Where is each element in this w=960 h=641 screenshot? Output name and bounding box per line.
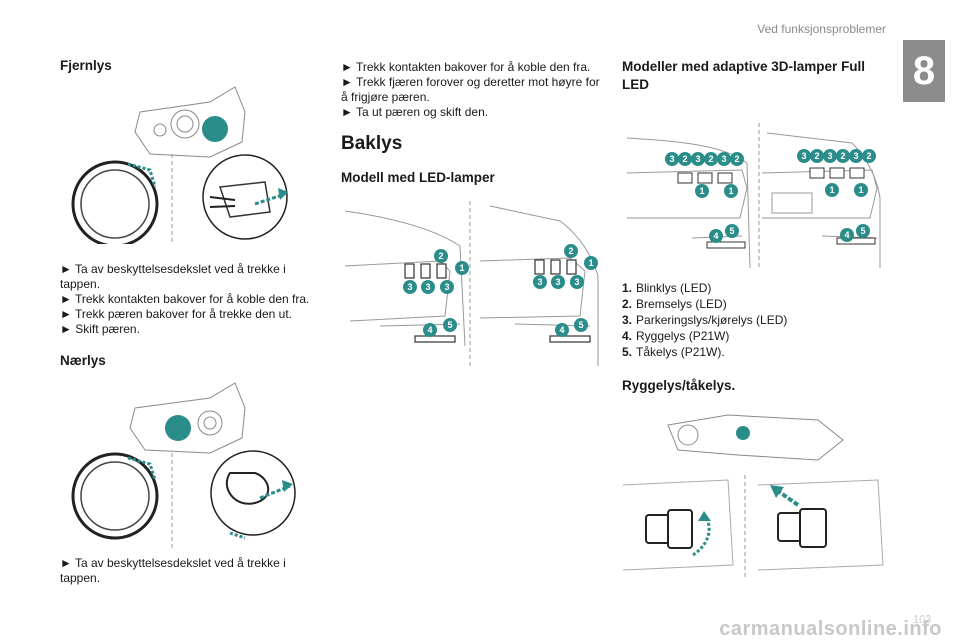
section-header: Ved funksjonsproblemer — [757, 22, 886, 36]
step: ► Trekk fjæren forover og deretter mot h… — [341, 75, 600, 104]
svg-text:1: 1 — [699, 186, 704, 196]
rygge-title: Ryggelys/tåkelys. — [622, 378, 736, 393]
fjernlys-steps: ► Ta av beskyttelsesdekslet ved å trekke… — [60, 262, 315, 337]
svg-text:2: 2 — [840, 151, 845, 161]
bulb-location-icon — [202, 116, 228, 142]
bulb-location-icon — [165, 415, 191, 441]
svg-text:3: 3 — [669, 154, 674, 164]
led-rear-illustration: 2 1 3 3 3 4 5 2 1 3 3 3 4 5 — [344, 201, 599, 368]
step: ► Trekk kontakten bakover for å koble de… — [341, 60, 591, 74]
svg-text:3: 3 — [827, 151, 832, 161]
legend-item: 5.Tåkelys (P21W). — [622, 345, 725, 359]
svg-text:1: 1 — [829, 185, 834, 195]
svg-text:4: 4 — [713, 231, 718, 241]
col2-steps: ► Trekk kontakten bakover for å koble de… — [341, 60, 603, 120]
svg-text:3: 3 — [537, 277, 542, 287]
svg-text:4: 4 — [427, 325, 432, 335]
svg-text:2: 2 — [866, 151, 871, 161]
svg-text:3: 3 — [721, 154, 726, 164]
svg-text:3: 3 — [425, 282, 430, 292]
legend-item: 1.Blinklys (LED) — [622, 281, 712, 295]
fjernlys-title: Fjernlys — [60, 58, 112, 73]
svg-text:2: 2 — [568, 246, 573, 256]
svg-text:3: 3 — [801, 151, 806, 161]
svg-text:3: 3 — [555, 277, 560, 287]
protective-cover-icon — [71, 160, 159, 244]
svg-text:3: 3 — [853, 151, 858, 161]
svg-text:1: 1 — [588, 258, 593, 268]
watermark-text: carmanualsonline.info — [719, 618, 942, 640]
svg-text:1: 1 — [459, 263, 464, 273]
svg-text:2: 2 — [682, 154, 687, 164]
baklys-title: Baklys — [341, 133, 403, 154]
svg-text:4: 4 — [844, 230, 849, 240]
chapter-tab: 8 — [903, 40, 945, 102]
lamp-legend: 1.Blinklys (LED) 2.Bremselys (LED) 3.Par… — [622, 280, 787, 360]
fjernlys-illustration — [71, 86, 288, 244]
svg-text:2: 2 — [708, 154, 713, 164]
rygge-illustration — [622, 414, 884, 577]
svg-text:3: 3 — [407, 282, 412, 292]
svg-text:3: 3 — [574, 277, 579, 287]
step: ► Ta av beskyttelsesdekslet ved å trekke… — [60, 556, 286, 585]
svg-text:2: 2 — [734, 154, 739, 164]
legend-item: 2.Bremselys (LED) — [622, 297, 727, 311]
step: ► Ta av beskyttelsesdekslet ved å trekke… — [60, 262, 286, 291]
svg-text:4: 4 — [559, 325, 564, 335]
svg-text:5: 5 — [729, 226, 734, 236]
watermark: carmanualsonline.info — [0, 616, 960, 640]
step: ► Trekk pæren bakover for å trekke den u… — [60, 307, 292, 321]
naerlys-illustration — [71, 382, 296, 550]
svg-text:2: 2 — [438, 251, 443, 261]
svg-text:5: 5 — [860, 226, 865, 236]
adaptive-title: Modeller med adaptive 3D-lamper Full LED — [622, 59, 866, 92]
step: ► Trekk kontakten bakover for å koble de… — [60, 292, 310, 306]
svg-text:5: 5 — [447, 320, 452, 330]
svg-text:2: 2 — [814, 151, 819, 161]
svg-text:3: 3 — [695, 154, 700, 164]
naerlys-title: Nærlys — [60, 353, 106, 368]
svg-text:1: 1 — [858, 185, 863, 195]
naerlys-steps: ► Ta av beskyttelsesdekslet ved å trekke… — [60, 556, 315, 586]
svg-text:3: 3 — [444, 282, 449, 292]
svg-text:1: 1 — [728, 186, 733, 196]
legend-item: 3.Parkeringslys/kjørelys (LED) — [622, 313, 788, 327]
legend-item: 4.Ryggelys (P21W) — [622, 329, 730, 343]
svg-text:5: 5 — [578, 320, 583, 330]
step: ► Ta ut pæren og skift den. — [341, 105, 489, 119]
led-title: Modell med LED-lamper — [341, 170, 495, 185]
step: ► Skift pæren. — [60, 322, 140, 336]
